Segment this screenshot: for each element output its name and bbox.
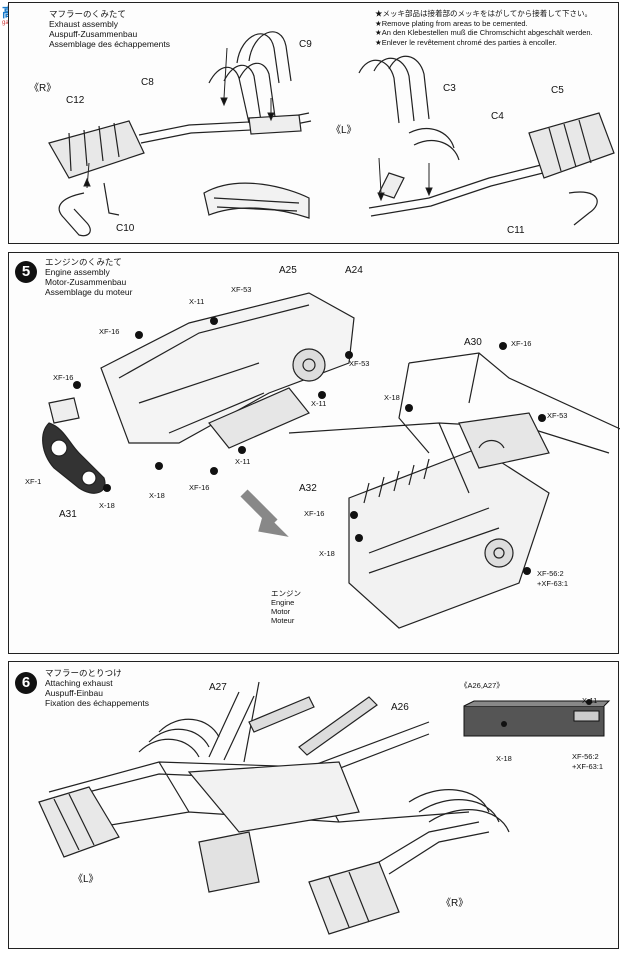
engine-assembly-drawing xyxy=(42,292,620,629)
paint-x18-c: X-18 xyxy=(384,393,400,402)
label-c11: C11 xyxy=(507,225,525,236)
muffler-c12 xyxy=(48,120,145,179)
step-6-title-jp: マフラーのとりつけ xyxy=(45,668,122,678)
engine-block-a32 xyxy=(348,447,550,629)
step-4-title-de: Auspuff-Zusammenbau xyxy=(49,29,138,39)
paint-x18-b: X-18 xyxy=(149,491,165,500)
label-c10: C10 xyxy=(116,223,135,234)
engine-caption-en: Engine xyxy=(271,598,295,607)
step-5-title-en: Engine assembly xyxy=(45,267,110,277)
inset-drawing xyxy=(463,699,611,737)
paint-xf1: XF-1 xyxy=(25,477,42,486)
step-6-panel: 6 マフラーのとりつけ Attaching exhaust Auspuff-Ei… xyxy=(8,661,619,949)
step-5-title-fr: Assemblage du moteur xyxy=(45,287,133,297)
paint-x11-a: X-11 xyxy=(189,297,205,306)
pipe-c11 xyxy=(568,191,598,226)
paint-xf53-a: XF-53 xyxy=(231,285,252,294)
paint-x11-b: X-11 xyxy=(311,399,327,408)
label-r: 《R》 xyxy=(29,83,57,94)
plating-notes: ★メッキ部品は接着部のメッキをはがしてから接着して下さい。 ★Remove pl… xyxy=(375,9,593,47)
paint-xf53-b: XF-53 xyxy=(349,359,370,368)
label-a27: A27 xyxy=(209,682,227,693)
inset-paint-xf63: +XF-63:1 xyxy=(572,762,604,771)
label-c5: C5 xyxy=(551,85,564,96)
note-en: ★Remove plating from areas to be cemente… xyxy=(375,18,528,28)
header-c9 xyxy=(236,31,292,84)
step-6-title-de: Auspuff-Einbau xyxy=(45,688,103,698)
part-a27 xyxy=(248,696,315,733)
paint-x11-c: X-11 xyxy=(235,457,251,466)
label-a30: A30 xyxy=(464,337,482,348)
inset-paint-xf56: XF-56:2 xyxy=(572,752,599,761)
step-4-title: マフラーのくみたて Exhaust assembly Auspuff-Zusam… xyxy=(49,9,170,49)
engine-caption: エンジン Engine Motor Moteur xyxy=(271,589,301,625)
label-a25: A25 xyxy=(279,265,297,276)
step-4-title-fr: Assemblage des échappements xyxy=(49,39,170,49)
label-a31: A31 xyxy=(59,509,77,520)
paint-x18-d: X-18 xyxy=(319,549,335,558)
engine-caption-de: Motor xyxy=(271,607,291,616)
step-5-title-de: Motor-Zusammenbau xyxy=(45,277,127,287)
paint-xf56: XF-56:2 xyxy=(537,569,564,578)
attach-exhaust-drawing xyxy=(38,681,510,935)
engine-caption-jp: エンジン xyxy=(271,589,301,598)
step-4-panel: マフラーのくみたて Exhaust assembly Auspuff-Zusam… xyxy=(8,2,619,244)
label-c8: C8 xyxy=(141,77,154,88)
muffler-c5 xyxy=(528,112,615,179)
paint-xf16-a: XF-16 xyxy=(99,327,120,336)
note-jp: ★メッキ部品は接着部のメッキをはがしてから接着して下さい。 xyxy=(375,9,593,18)
frame-a30 xyxy=(288,352,620,494)
inset-paint-x18: X-18 xyxy=(496,754,512,763)
pipe-c10 xyxy=(58,192,91,237)
inset-a26-a27: 《A26,A27》 X-11 X-18 XF-56:2 +XF-63:1 xyxy=(444,681,614,781)
engine-caption-fr: Moteur xyxy=(271,616,295,625)
label-c12: C12 xyxy=(66,95,85,106)
label-l: 《L》 xyxy=(73,874,99,885)
inset-title: 《A26,A27》 xyxy=(460,681,504,690)
inset-paint-x11: X-11 xyxy=(582,696,598,705)
exhaust-left xyxy=(138,718,220,758)
header-c8 xyxy=(208,62,276,124)
paint-x18-a: X-18 xyxy=(99,501,115,510)
label-a24: A24 xyxy=(345,265,363,276)
step-6-number: 6 xyxy=(15,672,37,694)
header-c3 xyxy=(358,55,430,124)
paint-xf16-d: XF-16 xyxy=(304,509,325,518)
crankcase-a25 xyxy=(100,292,355,444)
exhaust-right xyxy=(408,789,510,833)
paint-xf16-b: XF-16 xyxy=(53,373,74,382)
step-5-title-jp: エンジンのくみたて xyxy=(45,257,122,267)
muffler-right xyxy=(308,861,400,935)
step-6-title-fr: Fixation des échappements xyxy=(45,698,149,708)
label-a26: A26 xyxy=(391,702,409,713)
label-c4: C4 xyxy=(491,111,504,122)
step-5-title: エンジンのくみたて Engine assembly Motor-Zusammen… xyxy=(45,257,132,297)
belt-a31 xyxy=(42,422,106,494)
note-fr: ★Enlever le revêtement chromé des partie… xyxy=(375,37,557,47)
step-4-title-jp: マフラーのくみたて xyxy=(49,9,126,19)
label-c3: C3 xyxy=(443,83,456,94)
step-6-title: マフラーのとりつけ Attaching exhaust Auspuff-Einb… xyxy=(45,668,149,708)
muffler-left xyxy=(38,786,120,858)
pipe-c4 xyxy=(408,128,460,161)
part-a26 xyxy=(298,696,378,756)
step-4-title-en: Exhaust assembly xyxy=(49,19,118,29)
step-6-title-en: Attaching exhaust xyxy=(45,678,113,688)
gear-a25 xyxy=(292,348,326,382)
paint-xf16-c: XF-16 xyxy=(189,483,210,492)
paint-xf63: +XF-63:1 xyxy=(537,579,569,588)
exhaust-assembly-drawing xyxy=(48,31,615,237)
paint-xf16-e: XF-16 xyxy=(511,339,532,348)
label-l: 《L》 xyxy=(331,125,357,136)
note-de: ★An den Klebestellen muß die Chromschich… xyxy=(375,28,593,37)
paint-xf53-c: XF-53 xyxy=(547,411,568,420)
label-c9: C9 xyxy=(299,39,312,50)
step-5-number: 5 xyxy=(15,261,37,283)
step-5-panel: 5 エンジンのくみたて Engine assembly Motor-Zusamm… xyxy=(8,252,620,654)
label-a32: A32 xyxy=(299,483,317,494)
label-r: 《R》 xyxy=(441,898,469,909)
exhaust-pipe-l xyxy=(368,162,552,217)
